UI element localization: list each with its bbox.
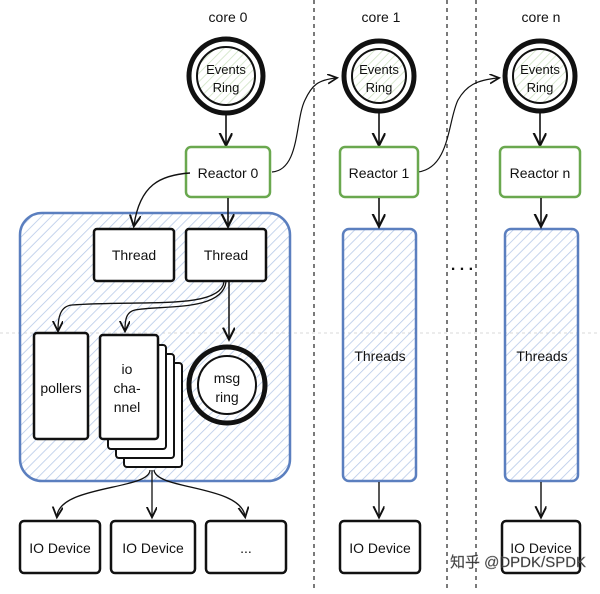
events-ring-1: Events Ring bbox=[341, 38, 417, 114]
core-n-label: core n bbox=[522, 9, 561, 25]
threads-n-label: Threads bbox=[516, 348, 567, 364]
thread-2-label: Thread bbox=[204, 247, 248, 263]
io-device-coren-label: IO Device bbox=[510, 540, 572, 556]
io-device-2: IO Device bbox=[109, 519, 197, 575]
io-device-core1: IO Device bbox=[338, 519, 422, 575]
events-ring-n: Events Ring bbox=[502, 38, 578, 114]
pollers-box: pollers bbox=[32, 331, 90, 441]
arrow-thread-iochannel bbox=[125, 281, 227, 330]
io-device-more: ... bbox=[204, 519, 288, 575]
reactor-n: Reactor n bbox=[498, 145, 582, 199]
threads-column-n: Threads bbox=[503, 227, 580, 483]
io-channel-line2: cha- bbox=[113, 380, 141, 396]
events-ring-0: Events Ring bbox=[186, 36, 266, 116]
arrow-reactor0-thread1 bbox=[134, 172, 191, 225]
arrow-reactor1-ringn bbox=[417, 78, 498, 173]
arrow-reactor0-ring1 bbox=[271, 78, 336, 173]
io-channel-device-arrows bbox=[57, 469, 245, 516]
io-device-coren: IO Device bbox=[500, 519, 582, 575]
io-device-core1-label: IO Device bbox=[349, 540, 411, 556]
pollers-label: pollers bbox=[40, 380, 81, 396]
io-device-more-label: ... bbox=[240, 540, 252, 556]
events-ring-n-line1: Events bbox=[520, 62, 560, 77]
io-channel-line1: io bbox=[122, 361, 133, 377]
events-ring-1-line2: Ring bbox=[366, 80, 393, 95]
arrow-thread-pollers bbox=[58, 281, 225, 330]
events-ring-0-line1: Events bbox=[206, 62, 246, 77]
threads-column-1: Threads bbox=[341, 227, 418, 483]
io-device-2-label: IO Device bbox=[122, 540, 184, 556]
events-ring-0-line2: Ring bbox=[213, 80, 240, 95]
threads-1-label: Threads bbox=[354, 348, 405, 364]
thread-1-label: Thread bbox=[112, 247, 156, 263]
reactor-0-label: Reactor 0 bbox=[198, 165, 259, 181]
msg-ring: msg ring bbox=[186, 344, 268, 426]
core-1-label: core 1 bbox=[362, 9, 401, 25]
events-ring-1-line1: Events bbox=[359, 62, 399, 77]
io-channel-line3: nnel bbox=[114, 399, 140, 415]
thread-box-1: Thread bbox=[92, 227, 176, 283]
io-channel-stack: io cha- nnel bbox=[98, 333, 183, 468]
reactor-n-label: Reactor n bbox=[510, 165, 571, 181]
more-cores-ellipsis: . . . bbox=[451, 257, 473, 274]
io-device-1-label: IO Device bbox=[29, 540, 91, 556]
msg-ring-line2: ring bbox=[215, 389, 238, 405]
reactor-0: Reactor 0 bbox=[184, 145, 272, 199]
watermark: 知乎 @DPDK/SPDK bbox=[450, 554, 586, 571]
core-0-label: core 0 bbox=[209, 9, 248, 25]
reactor-1-label: Reactor 1 bbox=[349, 165, 410, 181]
reactor-1: Reactor 1 bbox=[338, 145, 420, 199]
msg-ring-line1: msg bbox=[214, 370, 240, 386]
events-ring-n-line2: Ring bbox=[527, 80, 554, 95]
io-device-1: IO Device bbox=[18, 519, 102, 575]
thread-box-2: Thread bbox=[184, 227, 268, 283]
